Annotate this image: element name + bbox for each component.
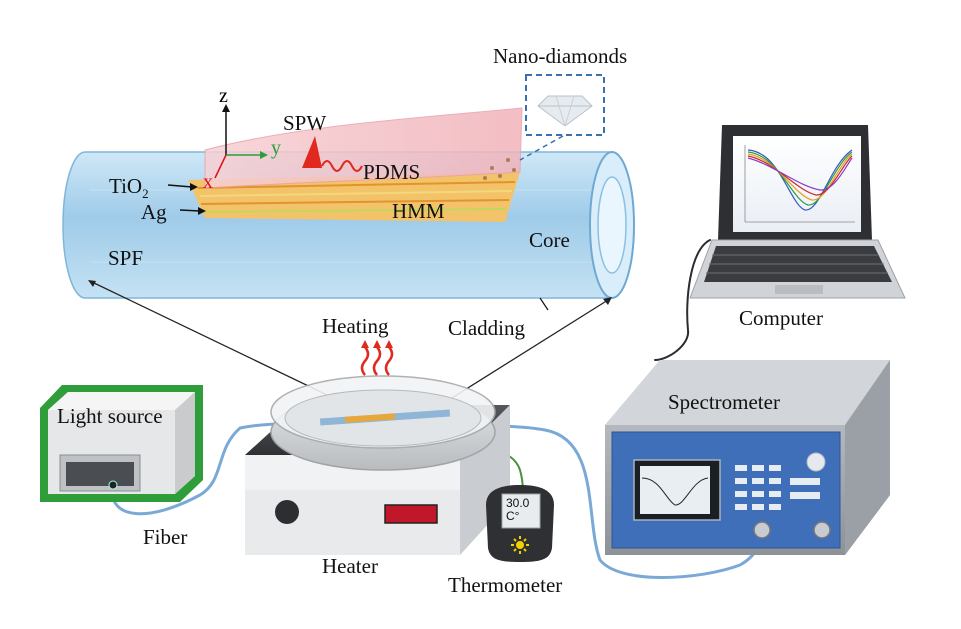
spectrometer — [605, 360, 890, 555]
thermometer-readout: 30.0 C° — [506, 497, 529, 522]
nano-diamonds-label: Nano-diamonds — [493, 44, 628, 68]
z-axis-label: z — [219, 85, 228, 107]
petri-dish — [270, 375, 496, 471]
spf-label: SPF — [108, 246, 144, 270]
thermometer-unit: C° — [506, 508, 520, 523]
computer-label: Computer — [739, 306, 823, 330]
tio2-label: TiO2 — [109, 174, 149, 202]
spectrometer-label: Spectrometer — [668, 390, 780, 414]
fiber-label: Fiber — [143, 525, 188, 549]
core-label: Core — [529, 228, 570, 252]
computer — [689, 125, 906, 299]
hmm-label: HMM — [392, 199, 445, 223]
x-axis-label: x — [203, 171, 213, 193]
heating-label: Heating — [322, 314, 389, 338]
pdms-label: PDMS — [363, 160, 421, 184]
thermometer-value: 30.0 — [506, 496, 530, 510]
coordinate-axes — [214, 104, 268, 179]
sun-icon — [511, 536, 529, 554]
tio2-subscript: 2 — [142, 186, 149, 202]
laptop-screen-plot — [744, 145, 855, 223]
thermometer-label: Thermometer — [448, 573, 563, 597]
spw-label: SPW — [283, 111, 327, 135]
light-source-label: Light source — [57, 404, 163, 428]
tio2-text: TiO — [109, 174, 143, 198]
ag-label: Ag — [141, 200, 167, 224]
y-axis-label: y — [271, 137, 281, 159]
heat-waves-icon — [360, 340, 394, 376]
cladding-label: Cladding — [448, 316, 525, 340]
spw-wave — [302, 136, 363, 172]
heater-label: Heater — [322, 554, 378, 578]
light-source — [40, 385, 203, 502]
annotation-arrows — [167, 183, 549, 311]
thermometer — [486, 485, 554, 562]
pdms-film — [204, 107, 523, 189]
nano-diamond-inset — [519, 74, 605, 161]
diamond-icon — [537, 95, 593, 127]
